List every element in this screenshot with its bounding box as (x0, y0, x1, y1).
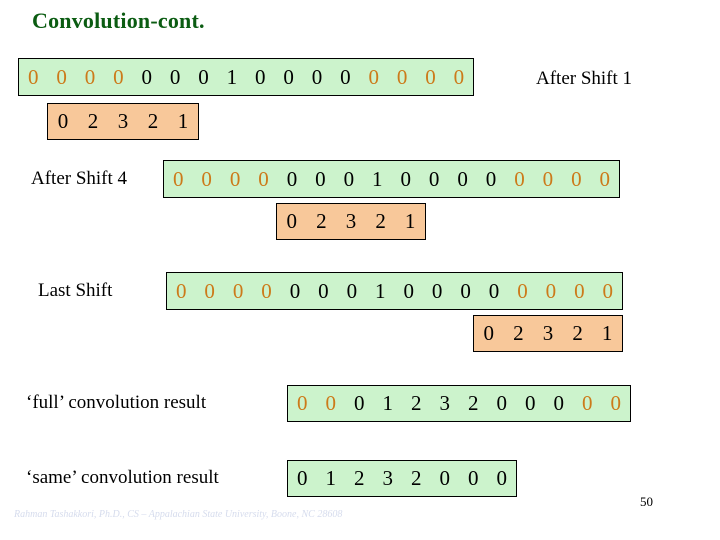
page-number: 50 (640, 494, 653, 509)
result-full-result-cell: 0 (354, 391, 365, 415)
result-full-result-cell: 3 (439, 391, 451, 415)
result-same-result-cell: 0 (496, 466, 508, 490)
result-same-result-cell: 2 (354, 466, 365, 490)
result-full-result-cell: 0 (553, 391, 565, 415)
signal-after-shift-1-cell: 0 (113, 64, 124, 89)
signal-after-shift-4-cell: 0 (286, 166, 298, 191)
signal-after-shift-1-cell: 0 (311, 64, 323, 89)
signal-after-shift-1-cell: 0 (368, 64, 379, 89)
signal-after-shift-1-cell: 1 (226, 64, 238, 89)
signal-after-shift-1-cell: 0 (141, 64, 152, 89)
kernel-after-shift-1-cell: 2 (147, 109, 159, 133)
signal-last-shift-cell: 0 (289, 278, 301, 303)
kernel-after-shift-4-cell: 2 (316, 209, 327, 233)
result-full-result-cell: 0 (325, 391, 337, 415)
kernel-after-shift-1-cell: 1 (177, 109, 189, 133)
signal-after-shift-4-cell: 1 (372, 166, 383, 191)
footer-attribution: Rahman Tashakkori, Ph.D., CS – Appalachi… (14, 509, 343, 520)
result-same-result-cell: 3 (382, 466, 394, 490)
kernel-after-shift-4-cell: 2 (375, 209, 386, 233)
result-full-result-cell: 0 (496, 391, 508, 415)
kernel-after-shift-4-cell: 3 (345, 209, 357, 233)
result-same-result-cell: 2 (411, 466, 422, 490)
result-same-result-cell: 0 (439, 466, 451, 490)
result-same-result-cell: 0 (468, 466, 479, 490)
signal-after-shift-4-cell: 0 (571, 166, 582, 191)
result-full-result-cell: 0 (610, 391, 622, 415)
kernel-last-shift-cell: 3 (542, 321, 554, 345)
result-full-result-cell: 2 (411, 391, 422, 415)
result-full-result-cell: 0 (525, 391, 536, 415)
signal-last-shift-cell: 0 (232, 278, 244, 303)
signal-after-shift-1-cell: 0 (27, 64, 39, 89)
signal-after-shift-4-cell: 0 (201, 166, 212, 191)
signal-after-shift-4-cell: 0 (428, 166, 440, 191)
signal-after-shift-4-cell: 0 (229, 166, 241, 191)
signal-last-shift-cell: 0 (545, 278, 557, 303)
signal-after-shift-1-cell: 0 (396, 64, 408, 89)
signal-after-shift-4-cell: 0 (400, 166, 411, 191)
signal-after-shift-1-cell: 0 (283, 64, 294, 89)
signal-after-shift-4-cell: 0 (485, 166, 497, 191)
kernel-after-shift-4-cell: 1 (404, 209, 416, 233)
signal-after-shift-1-cell: 0 (340, 64, 351, 89)
signal-after-shift-1-cell: 0 (453, 64, 465, 89)
signal-after-shift-4-cell: 0 (258, 166, 269, 191)
signal-after-shift-4-cell: 0 (343, 166, 355, 191)
signal-last-shift-cell: 0 (318, 278, 329, 303)
signal-after-shift-1-cell: 0 (169, 64, 181, 89)
row-label-last-shift: Last Shift (38, 280, 113, 301)
signal-after-shift-4-cell: 0 (315, 166, 326, 191)
result-full-result-cell: 2 (468, 391, 479, 415)
signal-after-shift-1-cell: 0 (84, 64, 96, 89)
result-label-same: ‘same’ convolution result (26, 467, 219, 488)
kernel-last-shift-cell: 2 (513, 321, 524, 345)
signal-after-shift-4-cell: 0 (542, 166, 554, 191)
kernel-after-shift-1-cell: 0 (57, 109, 69, 133)
signal-after-shift-1-cell: 0 (198, 64, 209, 89)
signal-last-shift-cell: 0 (602, 278, 614, 303)
page-title: Convolution-cont. (32, 8, 205, 33)
kernel-after-shift-4-cell: 0 (286, 209, 298, 233)
signal-after-shift-1-cell: 0 (254, 64, 266, 89)
kernel-last-shift-cell: 1 (601, 321, 613, 345)
signal-last-shift-cell: 0 (403, 278, 414, 303)
result-same-result-cell: 1 (325, 466, 337, 490)
result-full-result-cell: 0 (582, 391, 593, 415)
signal-after-shift-4-cell: 0 (457, 166, 468, 191)
kernel-last-shift-cell: 0 (483, 321, 495, 345)
signal-last-shift-cell: 0 (261, 278, 272, 303)
kernel-after-shift-1-cell: 3 (117, 109, 129, 133)
signal-last-shift-cell: 0 (574, 278, 585, 303)
signal-last-shift-cell: 0 (431, 278, 443, 303)
signal-after-shift-1-cell: 0 (56, 64, 67, 89)
kernel-after-shift-1-cell: 2 (87, 109, 99, 133)
signal-last-shift-cell: 1 (375, 278, 386, 303)
signal-after-shift-4-cell: 0 (172, 166, 184, 191)
signal-after-shift-1-cell: 0 (425, 64, 436, 89)
result-full-result-cell: 0 (297, 391, 308, 415)
signal-last-shift-cell: 0 (488, 278, 500, 303)
row-label-after-shift-1: After Shift 1 (536, 68, 633, 89)
signal-after-shift-4-cell: 0 (599, 166, 611, 191)
signal-last-shift-cell: 0 (517, 278, 528, 303)
signal-after-shift-4-cell: 0 (514, 166, 525, 191)
signal-last-shift-cell: 0 (460, 278, 471, 303)
signal-last-shift-cell: 0 (204, 278, 215, 303)
row-label-after-shift-4: After Shift 4 (31, 168, 128, 189)
result-full-result-cell: 1 (382, 391, 394, 415)
result-label-full: ‘full’ convolution result (26, 392, 207, 413)
signal-last-shift-cell: 0 (175, 278, 187, 303)
result-same-result-cell: 0 (297, 466, 308, 490)
kernel-last-shift-cell: 2 (572, 321, 583, 345)
signal-last-shift-cell: 0 (346, 278, 358, 303)
